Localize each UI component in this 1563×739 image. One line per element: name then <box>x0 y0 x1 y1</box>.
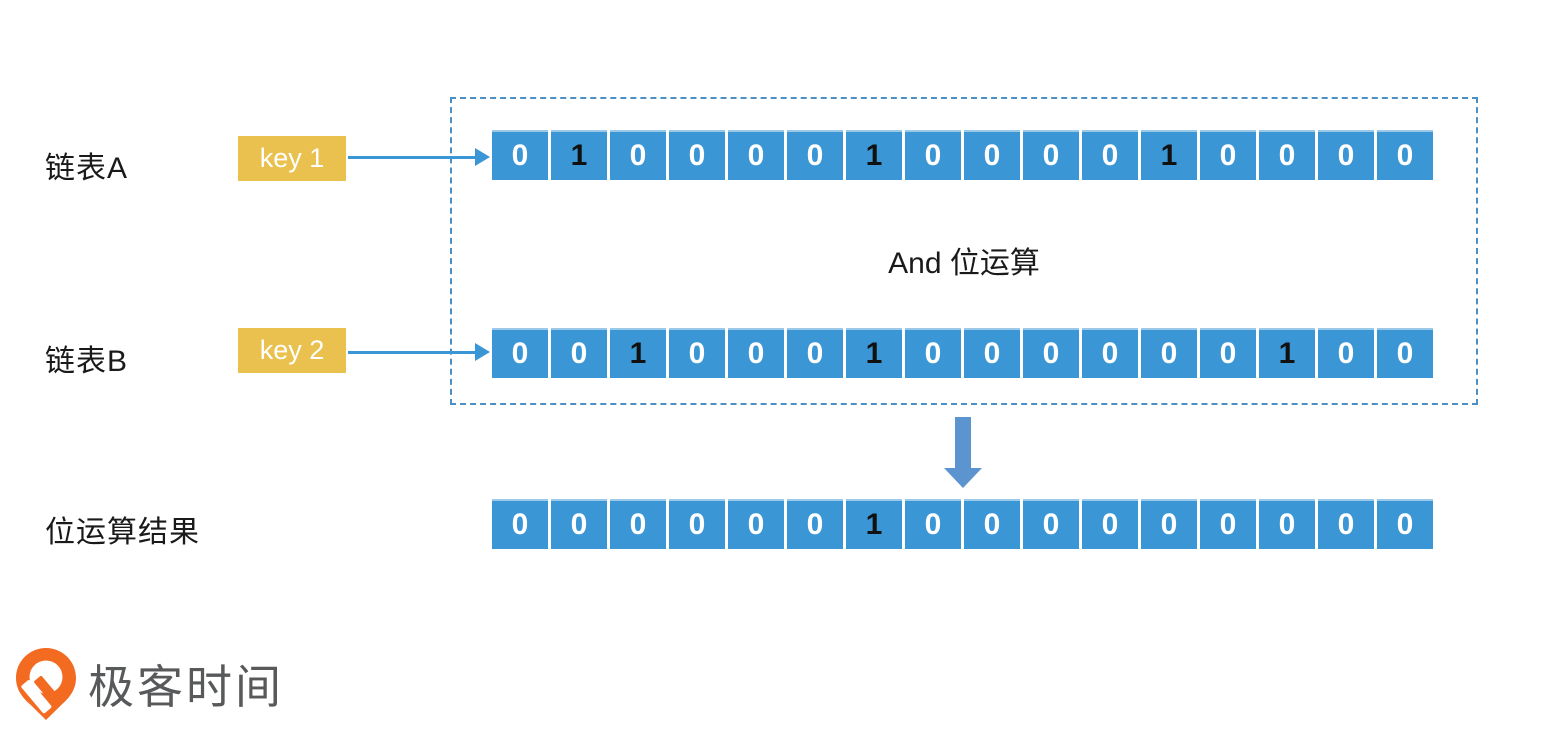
bit-cell: 0 <box>964 328 1020 378</box>
bit-cell: 0 <box>1141 328 1197 378</box>
arrow-head-icon <box>475 343 490 361</box>
bit-cell: 1 <box>846 328 902 378</box>
geektime-logo: 极客时间 <box>14 646 284 722</box>
list-b-label: 链表B <box>45 345 129 378</box>
bit-cell: 0 <box>1023 499 1079 549</box>
bit-cell: 0 <box>1200 328 1256 378</box>
bit-cell: 0 <box>728 130 784 180</box>
bit-cell: 0 <box>551 328 607 378</box>
bit-cell: 0 <box>1259 499 1315 549</box>
bit-cell: 0 <box>1141 499 1197 549</box>
bit-cell: 0 <box>1318 499 1374 549</box>
arrow-line <box>348 350 476 354</box>
bit-cell: 1 <box>1141 130 1197 180</box>
list-a-label: 链表A <box>45 152 129 185</box>
bit-cell: 0 <box>1023 130 1079 180</box>
bit-cell: 0 <box>1377 499 1433 549</box>
bit-cell: 0 <box>787 328 843 378</box>
geektime-pin-icon <box>16 648 76 720</box>
bit-cell: 0 <box>1377 130 1433 180</box>
bit-cell: 0 <box>1318 328 1374 378</box>
key1-pointer-arrow <box>348 148 490 166</box>
bit-cell: 0 <box>610 499 666 549</box>
result-label: 位运算结果 <box>45 516 200 549</box>
bit-cell: 0 <box>1200 499 1256 549</box>
arrow-head-icon <box>475 148 490 166</box>
bit-cell: 0 <box>1082 328 1138 378</box>
bit-cell: 0 <box>1082 130 1138 180</box>
bit-cell: 1 <box>610 328 666 378</box>
bit-cell: 0 <box>492 328 548 378</box>
arrow-line <box>348 155 476 159</box>
bit-cell: 0 <box>1318 130 1374 180</box>
bit-cell: 0 <box>1082 499 1138 549</box>
bit-cell: 0 <box>1023 328 1079 378</box>
arrow-head-icon <box>944 468 982 488</box>
key2-pointer-arrow <box>348 343 490 361</box>
bit-cell: 0 <box>787 499 843 549</box>
bit-cell: 0 <box>787 130 843 180</box>
bit-cell: 1 <box>846 130 902 180</box>
bit-cell: 0 <box>728 499 784 549</box>
and-group-dashed-border <box>450 97 1478 405</box>
bit-cell: 0 <box>492 130 548 180</box>
bit-cell: 0 <box>492 499 548 549</box>
bit-cell: 0 <box>669 499 725 549</box>
bit-cell: 0 <box>610 130 666 180</box>
bit-cell: 0 <box>905 499 961 549</box>
bit-cell: 0 <box>905 130 961 180</box>
bit-cell: 0 <box>1377 328 1433 378</box>
bit-cell: 0 <box>728 328 784 378</box>
bit-cell: 0 <box>1200 130 1256 180</box>
bit-cell: 0 <box>964 499 1020 549</box>
bit-cell: 0 <box>964 130 1020 180</box>
result-down-arrow-icon <box>943 417 983 488</box>
arrow-shaft <box>955 417 971 469</box>
and-operation-label: And 位运算 <box>888 247 1040 280</box>
bit-cell: 0 <box>1259 130 1315 180</box>
geektime-logo-text: 极客时间 <box>88 661 284 713</box>
bit-cell: 0 <box>669 328 725 378</box>
key1-box: key 1 <box>238 136 346 181</box>
bit-cell: 0 <box>669 130 725 180</box>
bit-cell: 1 <box>1259 328 1315 378</box>
bit-cell: 0 <box>551 499 607 549</box>
bit-cell: 1 <box>551 130 607 180</box>
bit-cell: 0 <box>905 328 961 378</box>
bit-cell: 1 <box>846 499 902 549</box>
key2-box: key 2 <box>238 328 346 373</box>
